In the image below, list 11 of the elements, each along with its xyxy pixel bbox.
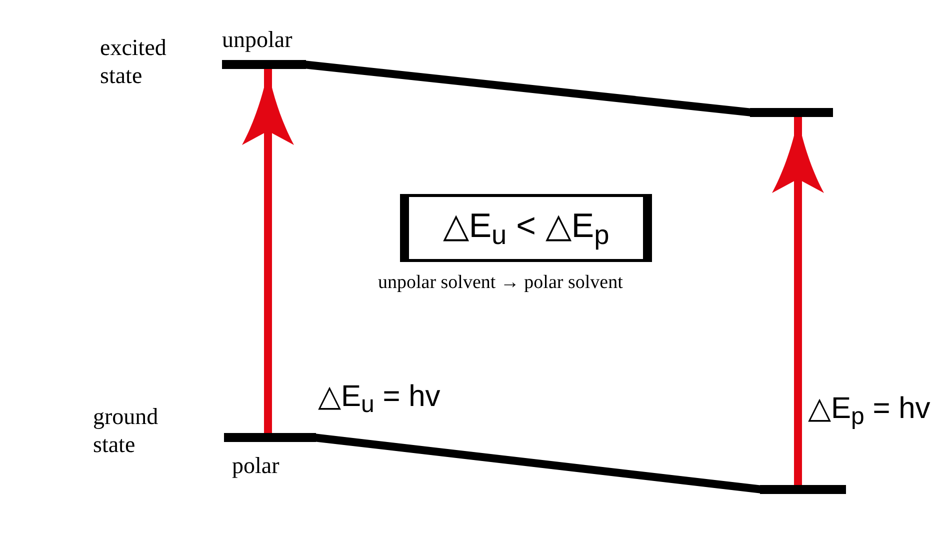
state-label: excited state <box>100 34 168 90</box>
energy-inequality: △E$_{u}$ < △E$_{p}$ <box>442 206 610 251</box>
formula-box <box>400 194 652 262</box>
caption-text: unpolar solvent → polar solvent <box>378 272 623 295</box>
energy-level-bar <box>760 485 846 494</box>
state-label: ground state <box>93 403 160 458</box>
energy-level-bar <box>224 433 316 442</box>
state-label: polar <box>232 452 280 480</box>
state-label: unpolar <box>222 26 292 54</box>
energy-level-bar <box>750 108 833 117</box>
energy-level-bar <box>222 60 306 69</box>
